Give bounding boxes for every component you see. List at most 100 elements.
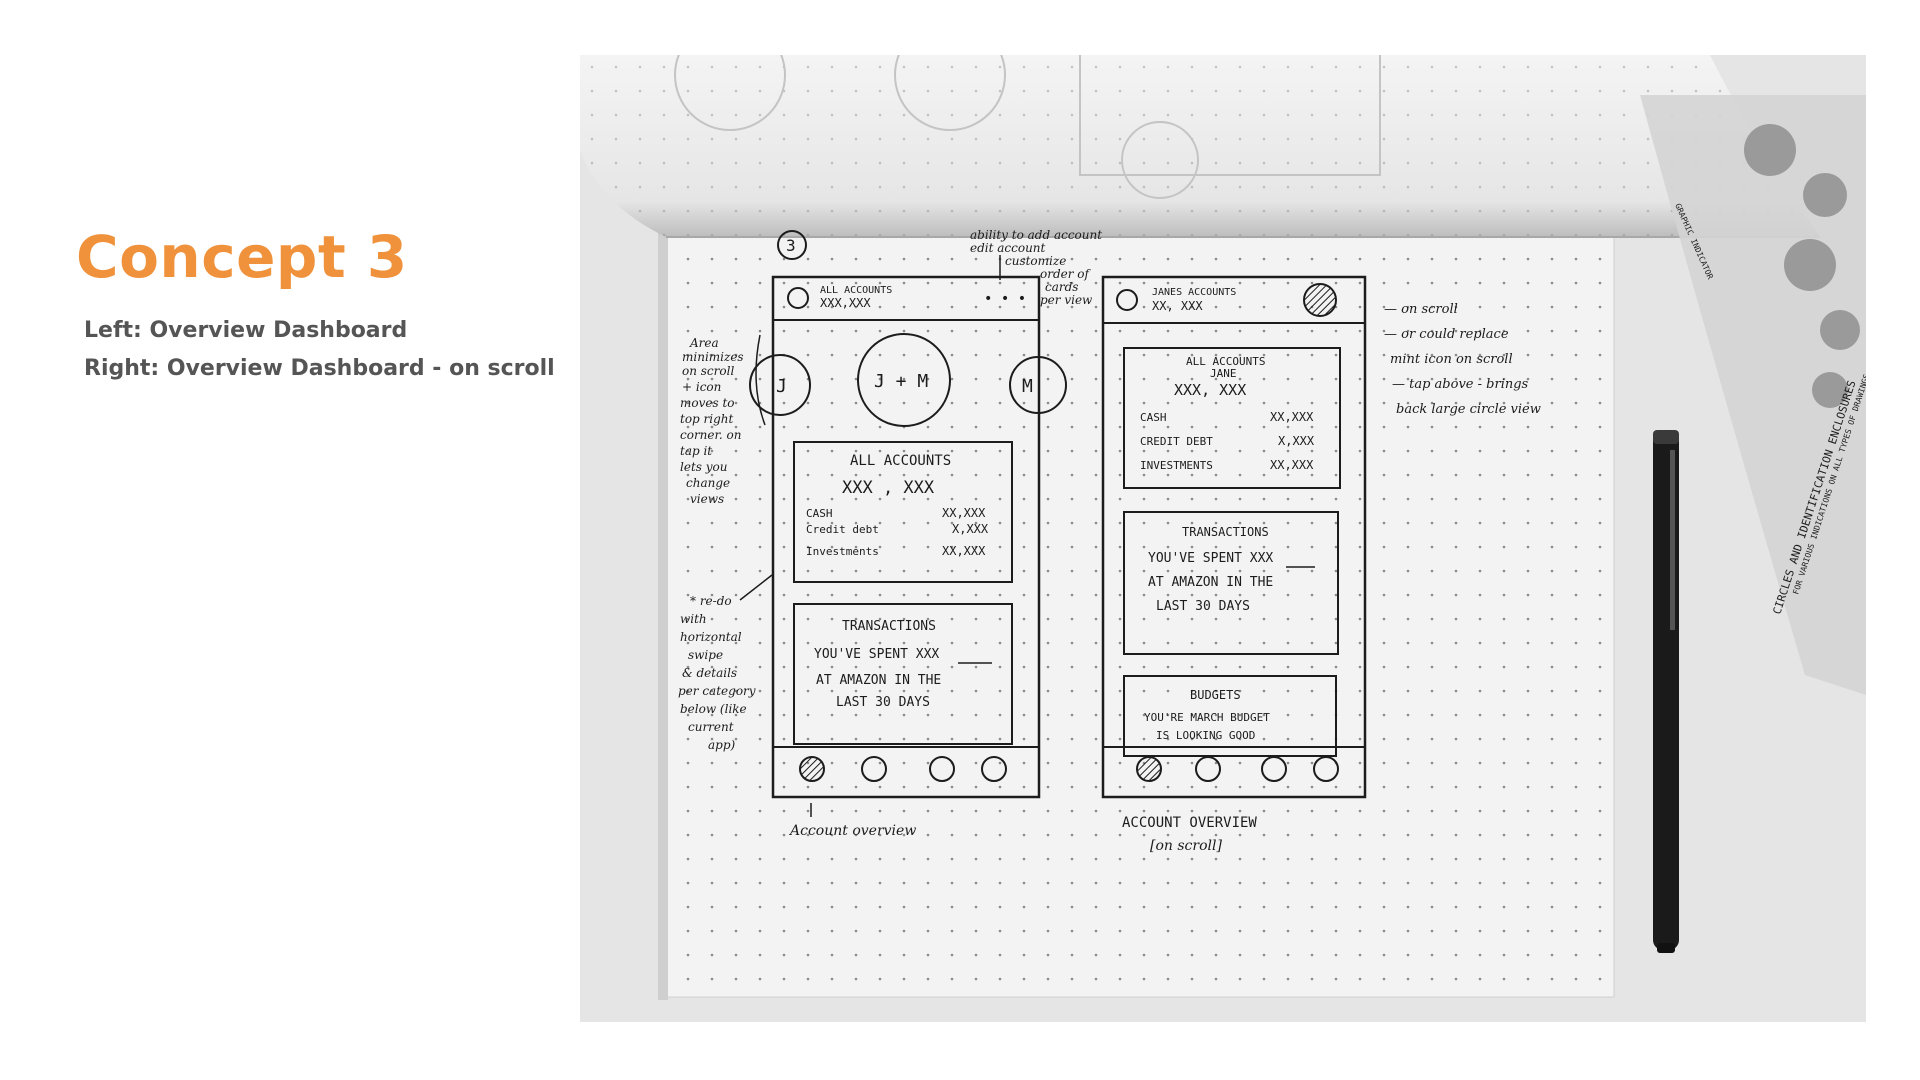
svg-text:moves to: moves to — [680, 396, 735, 410]
svg-text:YOU'RE MARCH BUDGET: YOU'RE MARCH BUDGET — [1144, 711, 1270, 724]
svg-text:views: views — [690, 492, 724, 506]
tab-home-icon — [799, 756, 825, 782]
more-menu-icon: • • • — [984, 291, 1026, 307]
svg-text:— or could replace: — or could replace — [1384, 327, 1509, 342]
subtitle-right: Right: Overview Dashboard - on scroll — [84, 356, 555, 381]
left-card-all-accounts — [793, 441, 1013, 583]
subtitle-left: Left: Overview Dashboard — [84, 318, 408, 343]
tab-2-icon — [861, 756, 887, 782]
svg-text:lets you: lets you — [680, 460, 727, 474]
left-phone-caption: Account overview — [788, 823, 916, 839]
drawing-stencil: CIRCLES AND IDENTIFICATION ENCLOSURES FO… — [1640, 95, 1866, 695]
avatar-left — [749, 354, 811, 416]
svg-text:Credit debt: Credit debt — [806, 523, 879, 536]
right-card-transactions — [1123, 511, 1339, 655]
right-header-logo-icon — [1116, 289, 1138, 311]
svg-text:current: current — [688, 720, 734, 734]
svg-text:XX,XXX: XX,XXX — [942, 506, 986, 520]
svg-text:+ icon: + icon — [682, 380, 721, 394]
right-card-budgets — [1123, 675, 1337, 757]
svg-text:Area: Area — [689, 336, 719, 350]
svg-text:minimizes: minimizes — [682, 350, 744, 364]
svg-text:top right: top right — [680, 412, 734, 426]
svg-text:app): app) — [708, 738, 736, 752]
svg-text:— on scroll: — on scroll — [1384, 302, 1458, 317]
note-left-bottom: * re-do with horizontal swipe & details … — [678, 574, 773, 752]
svg-text:LAST 30 DAYS: LAST 30 DAYS — [1156, 599, 1250, 614]
svg-text:& details: & details — [682, 666, 737, 680]
pen — [1653, 430, 1679, 953]
svg-text:ability to add account: ability to add account — [970, 228, 1102, 242]
svg-text:BUDGETS: BUDGETS — [1190, 688, 1241, 702]
svg-text:J + M: J + M — [874, 371, 928, 392]
svg-text:M: M — [1022, 376, 1033, 397]
avatar-minimized-icon — [1303, 283, 1337, 317]
right-tab-4-icon — [1313, 756, 1339, 782]
right-tab-3-icon — [1261, 756, 1287, 782]
note-left-top: Area minimizes on scroll + icon moves to… — [680, 334, 766, 506]
avatar-center — [857, 333, 951, 427]
svg-text:per view: per view — [1040, 293, 1093, 307]
svg-text:cards: cards — [1045, 280, 1078, 294]
note-top: ability to add account edit account cust… — [970, 228, 1102, 307]
svg-text:mint icon on scroll: mint icon on scroll — [1390, 352, 1513, 367]
svg-text:XX,XXX: XX,XXX — [942, 544, 986, 558]
svg-text:CASH: CASH — [1140, 411, 1167, 424]
svg-text:TRANSACTIONS: TRANSACTIONS — [842, 619, 936, 634]
sketch-illustration: CIRCLES AND IDENTIFICATION ENCLOSURES FO… — [580, 55, 1866, 1022]
notebook-page — [658, 225, 1615, 1000]
svg-text:Investments: Investments — [806, 545, 879, 558]
curled-page — [580, 55, 1820, 238]
sketch-photo: CIRCLES AND IDENTIFICATION ENCLOSURES FO… — [580, 55, 1866, 1022]
right-phone-caption-1: ACCOUNT OVERVIEW — [1122, 815, 1257, 831]
right-phone-caption-2: [on scroll] — [1150, 838, 1222, 854]
svg-text:per category: per category — [678, 684, 756, 698]
right-phone-wireframe: JANES ACCOUNTS XX, XXX ALL ACCOUNTS JANE… — [1101, 275, 1367, 854]
right-card-all-accounts — [1123, 347, 1341, 489]
slide-title: Concept 3 — [76, 223, 408, 291]
right-header-title: JANES ACCOUNTS — [1152, 287, 1236, 298]
svg-text:AT AMAZON IN THE: AT AMAZON IN THE — [1148, 575, 1273, 590]
svg-text:IS LOOKING GOOD: IS LOOKING GOOD — [1156, 729, 1255, 742]
svg-text:JANE: JANE — [1210, 367, 1237, 380]
text-panel: Concept 3 Left: Overview Dashboard Right… — [0, 0, 580, 1080]
svg-text:horizontal: horizontal — [680, 630, 742, 644]
right-header-amount: XX, XXX — [1152, 299, 1203, 313]
svg-text:swipe: swipe — [688, 648, 723, 662]
svg-text:customize: customize — [1005, 254, 1066, 268]
svg-text:ALL ACCOUNTS: ALL ACCOUNTS — [1186, 355, 1265, 368]
page-number-marker: 3 — [777, 230, 807, 260]
svg-text:* re-do: * re-do — [690, 594, 732, 608]
avatar-right — [1009, 356, 1067, 414]
svg-text:change: change — [686, 476, 730, 490]
left-header-amount: XXX,XXX — [820, 296, 871, 310]
left-header-title: ALL ACCOUNTS — [820, 285, 892, 296]
right-tab-home-icon — [1136, 756, 1162, 782]
svg-text:on scroll: on scroll — [682, 364, 734, 378]
svg-text:CASH: CASH — [806, 507, 833, 520]
svg-text:with: with — [680, 612, 707, 626]
svg-text:corner. on: corner. on — [680, 428, 742, 442]
svg-text:X,XXX: X,XXX — [952, 522, 989, 536]
right-tab-2-icon — [1195, 756, 1221, 782]
left-card-transactions — [793, 603, 1013, 745]
svg-text:back large circle view: back large circle view — [1396, 402, 1541, 417]
svg-text:AT AMAZON IN THE: AT AMAZON IN THE — [816, 673, 941, 688]
svg-text:YOU'VE SPENT XXX: YOU'VE SPENT XXX — [814, 647, 939, 662]
svg-text:order of: order of — [1040, 267, 1092, 281]
svg-text:below (like: below (like — [680, 702, 747, 716]
svg-text:X,XXX: X,XXX — [1278, 434, 1315, 448]
left-phone-wireframe: ALL ACCOUNTS XXX,XXX • • • J J + M M ALL… — [749, 275, 1067, 839]
svg-text:XX,XXX: XX,XXX — [1270, 458, 1314, 472]
svg-text:XX,XXX: XX,XXX — [1270, 410, 1314, 424]
tab-4-icon — [981, 756, 1007, 782]
header-logo-icon — [787, 287, 809, 309]
svg-text:3: 3 — [786, 236, 796, 255]
svg-text:LAST 30 DAYS: LAST 30 DAYS — [836, 695, 930, 710]
svg-text:XXX, XXX: XXX, XXX — [1174, 381, 1246, 399]
svg-text:tap it: tap it — [680, 444, 712, 458]
svg-text:edit account: edit account — [970, 241, 1046, 255]
note-right: — on scroll — or could replace mint icon… — [1384, 302, 1541, 417]
svg-text:J: J — [776, 376, 787, 397]
